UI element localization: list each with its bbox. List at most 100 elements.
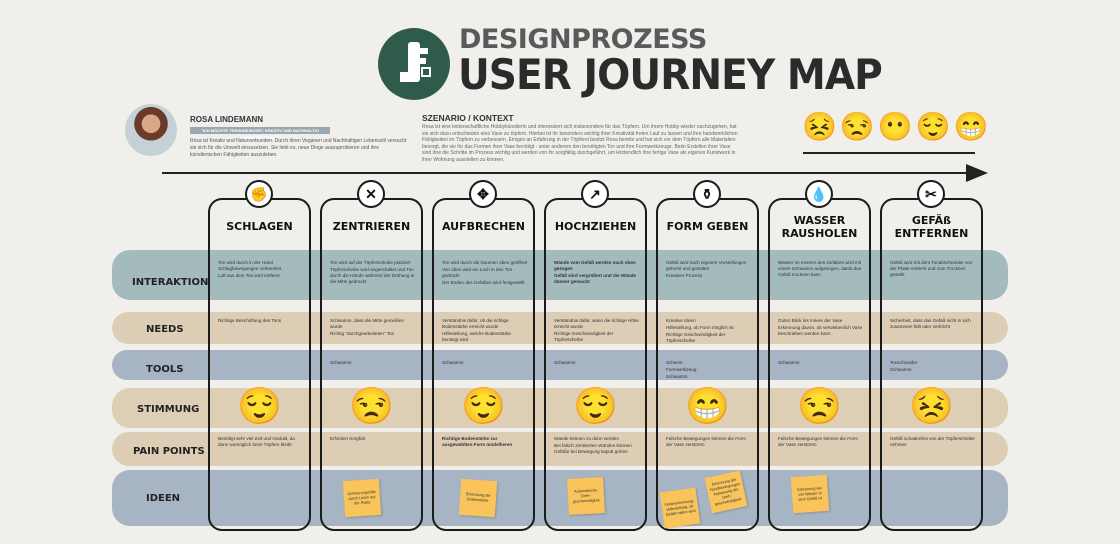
band-interaktion bbox=[112, 250, 1008, 300]
pain-cell: Falsche Bewegungen können die Form der V… bbox=[778, 436, 864, 449]
interaktion-cell-item: Ton wird durch die Daumen oben geöffnet bbox=[442, 260, 528, 265]
pain-cell: Richtige Bodenstärke zur ausgewählten Fo… bbox=[442, 436, 528, 449]
page-title: USER JOURNEY MAP bbox=[458, 50, 883, 99]
mood-scale-emoji: 😶 bbox=[877, 111, 913, 142]
cross-icon: ✕ bbox=[357, 180, 385, 208]
row-label-ideen: IDEEN bbox=[146, 493, 181, 504]
pain-cell-item: Gefäß schadenfrei von der Töpferscheibe … bbox=[890, 436, 975, 447]
idea-sticky-note: Automatische Dreh-geschwindigkeit bbox=[567, 477, 605, 515]
row-label-pain-points: PAIN POINTS bbox=[133, 446, 205, 457]
mood-scale-line bbox=[803, 152, 975, 154]
persona-description: Rosa ist Kreativ und Naturverbunden. Dur… bbox=[190, 138, 407, 158]
needs-cell-item: Richtige Geschwindigkeit der Töpferschei… bbox=[666, 332, 726, 343]
mood-emoji: 😒 bbox=[349, 385, 394, 426]
persona-name: ROSA LINDEMANN bbox=[190, 115, 264, 124]
needs-cell-item: Richtige Beschriftung des Tons bbox=[218, 318, 281, 323]
band-ideen bbox=[112, 470, 1008, 526]
interaktion-cell: Gefäß wird nach eigenen Vorstellungen ge… bbox=[666, 260, 752, 280]
pain-cell-item: Benötigt sehr viel Zeit und Geduld, da d… bbox=[218, 436, 295, 447]
pain-cell-item: Richtige Bodenstärke zur ausgewählten Fo… bbox=[442, 436, 513, 447]
needs-cell: Verständnis dafür, wann die richtige Höh… bbox=[554, 318, 640, 344]
interaktion-cell-item: Kreativer Prozess bbox=[666, 273, 703, 278]
band-tools bbox=[112, 350, 1008, 380]
title-top: DESIGNPROZESS bbox=[459, 24, 707, 55]
journey-column bbox=[208, 198, 311, 531]
interaktion-cell-item: Ton wird durch in der Hand Schlagbewegun… bbox=[218, 260, 282, 271]
tools-cell: Schwamm bbox=[442, 360, 528, 367]
interaktion-cell-item: Töpferscheibe wird angeschaltet und Ton … bbox=[330, 267, 415, 284]
needs-cell-item: Schwamm, dass die Mitte gemeißen wurde bbox=[330, 318, 405, 329]
cutter-icon: ✂ bbox=[917, 180, 945, 208]
band-pain bbox=[112, 432, 1008, 466]
interaktion-cell-item: Wasser im Inneren des Gefäßes wird mit e… bbox=[778, 260, 862, 277]
tools-cell-item: Tonschneider bbox=[890, 360, 918, 365]
band-needs bbox=[112, 312, 1008, 344]
interaktion-cell: Wasser im Inneren des Gefäßes wird mit e… bbox=[778, 260, 864, 279]
move-icon: ✥ bbox=[469, 180, 497, 208]
idea-sticky-note: Zentrierungshilfe durch Linien auf der P… bbox=[342, 478, 382, 518]
interaktion-cell: Ton wird durch in der Hand Schlagbewegun… bbox=[218, 260, 304, 280]
arrow-head-icon bbox=[966, 164, 988, 182]
tools-cell-item: Schwamm bbox=[666, 374, 688, 379]
idea-sticky-note: Erkennung wie viel Wasser in dem Gefäß i… bbox=[790, 474, 830, 514]
avatar bbox=[125, 104, 177, 156]
interaktion-cell-item: Gefäß wird nach eigenen Vorstellungen ge… bbox=[666, 260, 747, 271]
pinch-icon: ↗ bbox=[581, 180, 609, 208]
interaktion-cell-item: Von oben wird ein Loch in den Ton gedrüc… bbox=[442, 267, 513, 278]
mood-scale-emoji: 😌 bbox=[915, 111, 951, 142]
needs-cell: Verständnis dafür, ob die richtige Boden… bbox=[442, 318, 528, 344]
interaktion-cell: Wände vom Gefäß werden nach oben gezogen… bbox=[554, 260, 640, 286]
drop-icon: 💧 bbox=[805, 180, 833, 208]
logo bbox=[378, 28, 450, 100]
idea-sticky-note: Fehlererkennung, Hilfestellung, ob Gefäß… bbox=[659, 487, 701, 529]
tools-cell-item: Formwerkzeug bbox=[666, 367, 697, 372]
needs-cell-item: Hilfestellung, welche Bodenstärke benöti… bbox=[442, 331, 511, 342]
mood-emoji: 😌 bbox=[461, 385, 506, 426]
needs-cell-item: Richtig "durchgearbeiteten" Ton bbox=[330, 331, 395, 336]
pain-cell: Benötigt sehr viel Zeit und Geduld, da d… bbox=[218, 436, 304, 449]
column-title: FORM GEBEN bbox=[666, 220, 749, 233]
mood-scale-emoji: 😁 bbox=[953, 111, 989, 142]
fist-icon: ✊ bbox=[245, 180, 273, 208]
persona-tagline: "ICH MÖCHTE TRENDBEWUSST, KREATIV UND NA… bbox=[190, 127, 330, 140]
band-stimmung bbox=[112, 388, 1008, 428]
tools-cell-item: Schwamm bbox=[554, 360, 576, 365]
interaktion-cell-item: Der Boden des Gefäßes wird festgestellt bbox=[442, 280, 525, 285]
mood-scale: 😣 😒 😶 😌 😁 bbox=[802, 111, 988, 143]
pain-cell: Gefäß schadenfrei von der Töpferscheibe … bbox=[890, 436, 976, 449]
journey-arrow bbox=[162, 172, 970, 174]
scenario-text: Rosa ist eine leidenschaftliche Hobbykün… bbox=[422, 124, 738, 163]
pain-cell-item: Erfordert Sorgfalt bbox=[330, 436, 365, 441]
interaktion-cell-item: Luft aus dem Ton wird entfernt bbox=[218, 273, 280, 278]
mood-scale-emoji: 😣 bbox=[802, 111, 837, 142]
tools-cell: Schwamm bbox=[778, 360, 864, 367]
interaktion-cell-item: Wände vom Gefäß werden nach oben gezogen bbox=[554, 260, 636, 271]
pain-cell: Falsche Bewegungen können die Form der V… bbox=[666, 436, 752, 449]
column-title: ZENTRIEREN bbox=[332, 220, 411, 233]
column-title: AUFBRECHEN bbox=[442, 220, 525, 233]
pain-cell-item: Falsche Bewegungen können die Form der V… bbox=[666, 436, 746, 447]
needs-cell-item: Guten Blick ins Innere der Vase bbox=[778, 318, 843, 323]
needs-cell-item: Sicherheit, dass das Gefäß nicht in sich… bbox=[890, 318, 971, 329]
needs-cell: Sicherheit, dass das Gefäß nicht in sich… bbox=[890, 318, 976, 331]
mood-emoji: 😌 bbox=[237, 385, 282, 426]
row-label-tools: TOOLS bbox=[146, 364, 184, 375]
needs-cell-item: Verständnis dafür, ob die richtige Boden… bbox=[442, 318, 509, 329]
needs-cell-item: Hilfestellung, ob Form möglich ist bbox=[666, 325, 734, 330]
mood-emoji: 😒 bbox=[797, 385, 842, 426]
needs-cell-item: Verständnis dafür, wann die richtige Höh… bbox=[554, 318, 639, 329]
tools-cell-item: Schwamm bbox=[778, 360, 800, 365]
tools-cell: Schwamm bbox=[554, 360, 640, 367]
interaktion-cell-item: Ton wird auf der Töpferscheibe platziert bbox=[330, 260, 411, 265]
idea-sticky-note: Erkennung der Bodenstärke bbox=[458, 478, 498, 518]
vase-icon: ⚱ bbox=[693, 180, 721, 208]
interaktion-cell-item: Gefäß wird mit dem Tonabschneider von de… bbox=[890, 260, 973, 277]
needs-cell: Richtige Beschriftung des Tons bbox=[218, 318, 304, 325]
tools-cell-item: Schwamm bbox=[890, 367, 912, 372]
interaktion-cell: Gefäß wird mit dem Tonabschneider von de… bbox=[890, 260, 976, 279]
column-title: SCHLAGEN bbox=[226, 220, 293, 233]
